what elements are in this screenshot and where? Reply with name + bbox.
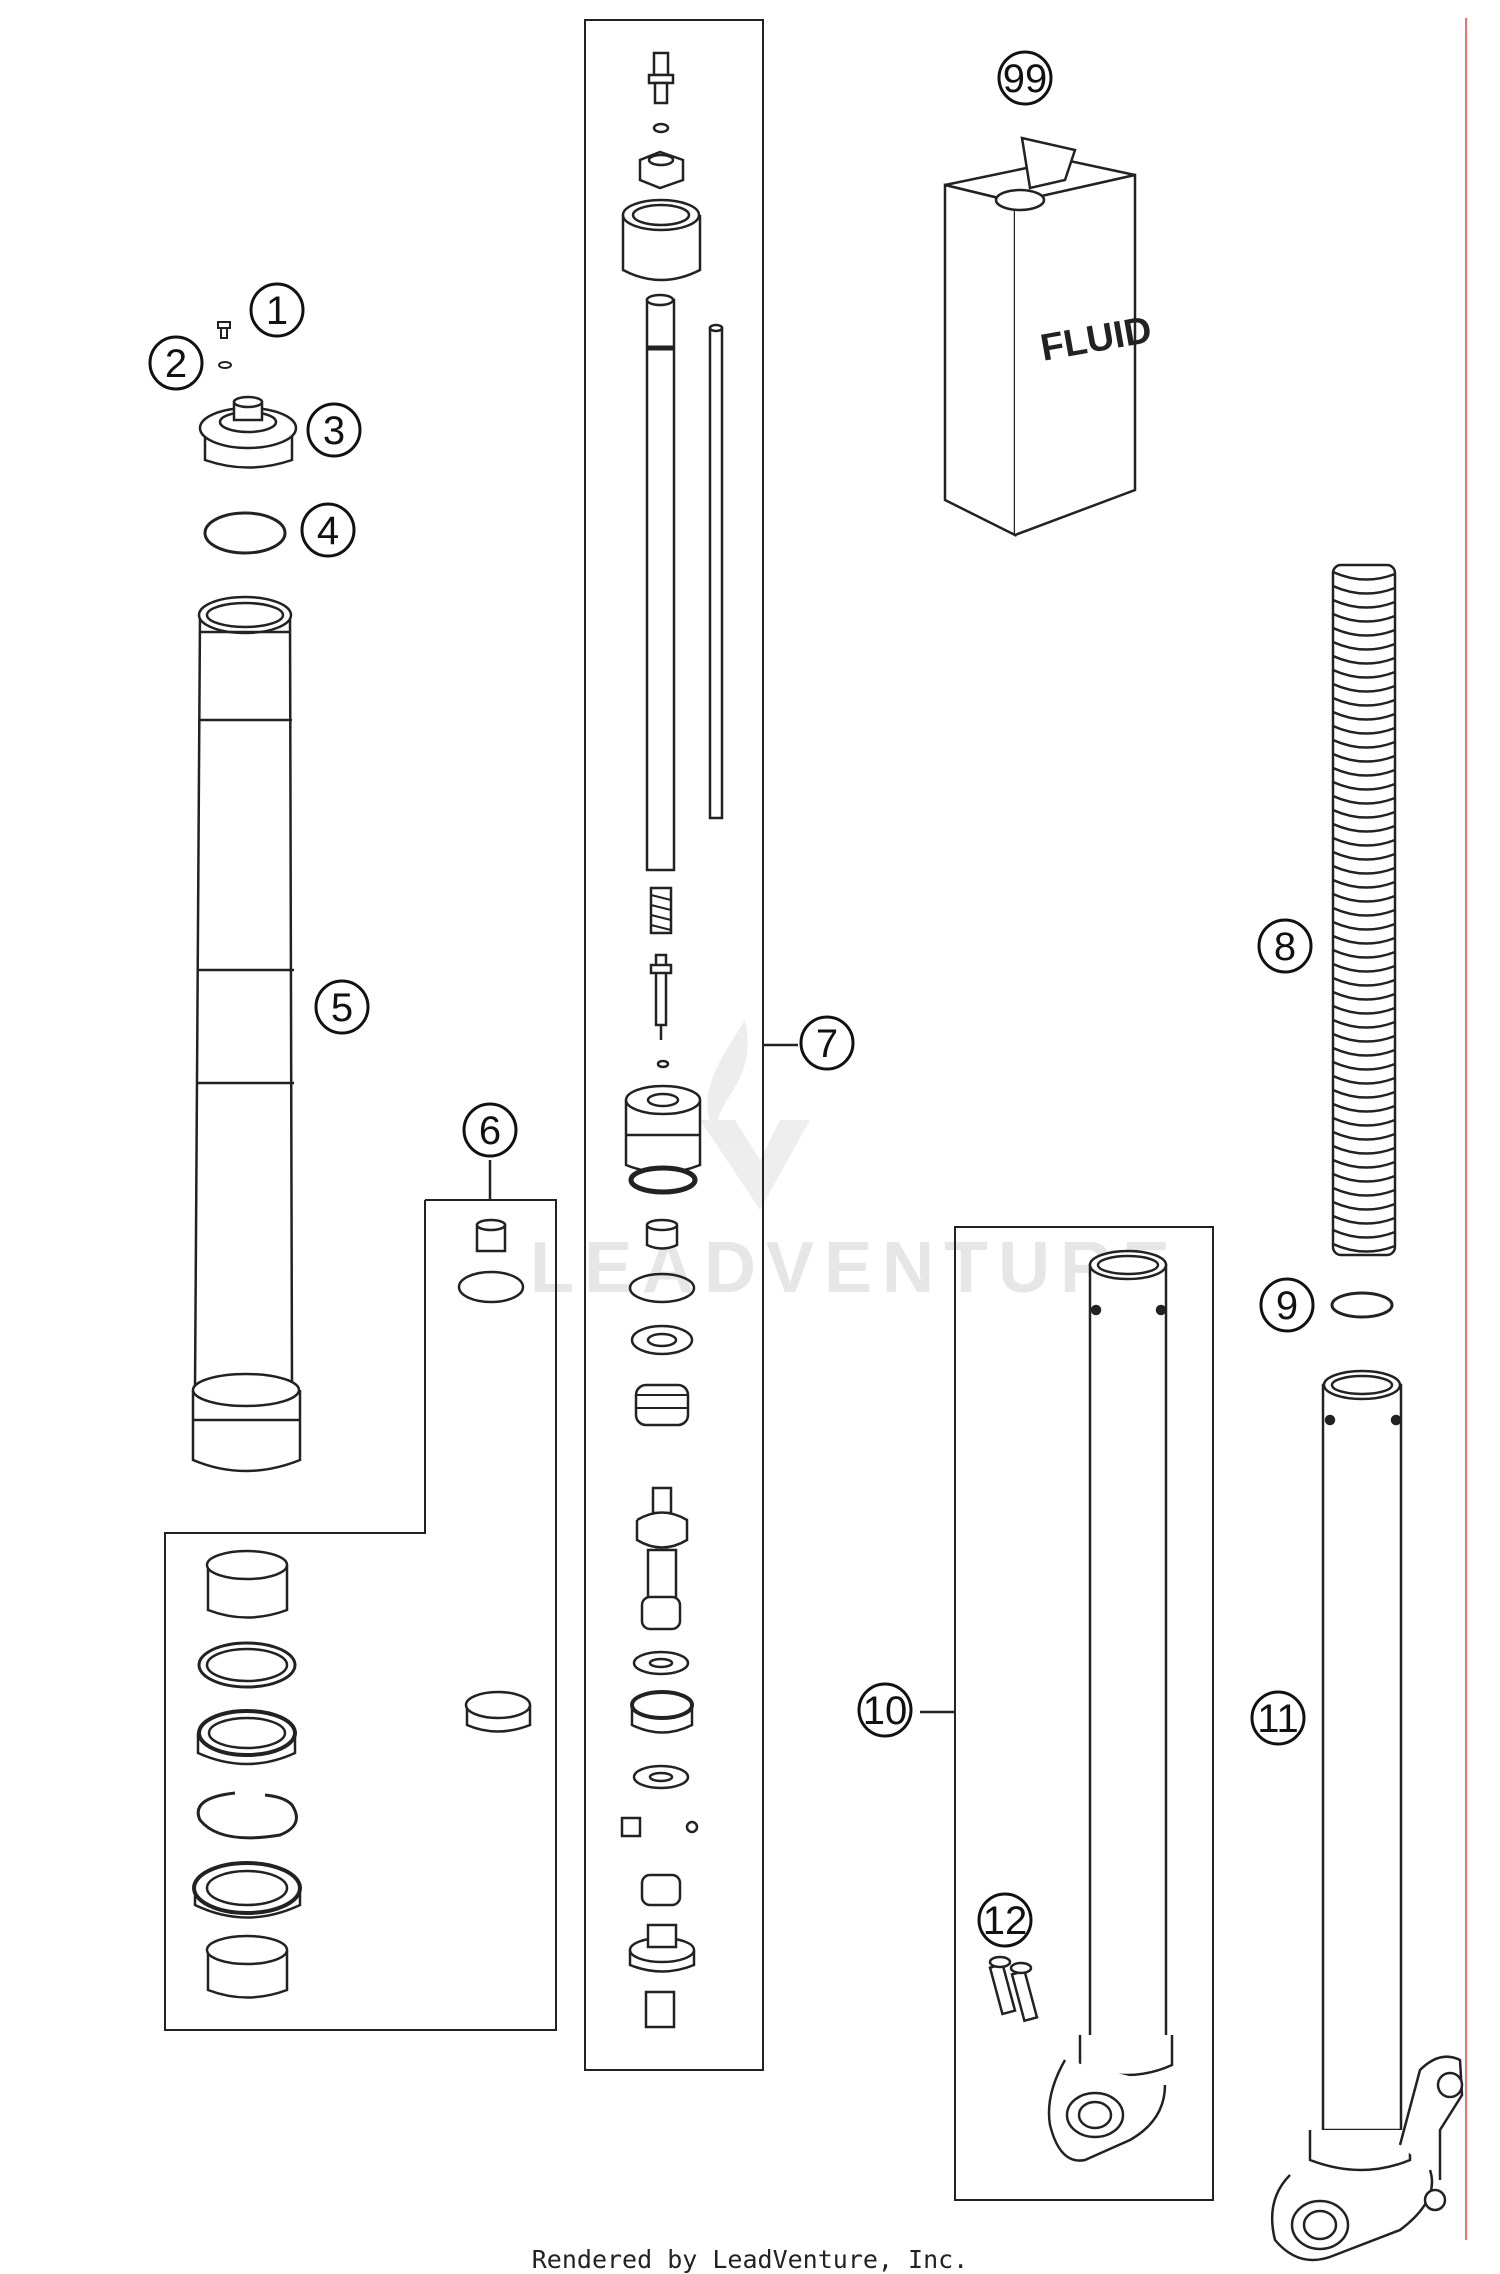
callout-label: 7 — [816, 1022, 838, 1066]
callout-label: 9 — [1276, 1284, 1298, 1328]
callout-label: 12 — [983, 1899, 1028, 1943]
watermark-logo — [700, 1020, 810, 1210]
callout-11: 11 — [1250, 1690, 1306, 1746]
part-99-fluid-can: FLUID — [943, 136, 1155, 538]
callout-label: 11 — [1257, 1697, 1299, 1741]
callout-12: 12 — [977, 1892, 1033, 1948]
part-1-screw — [217, 321, 231, 339]
callout-label: 6 — [479, 1109, 501, 1153]
callout-4: 4 — [300, 502, 356, 558]
group-6-parts — [192, 1218, 532, 1999]
callout-5: 5 — [314, 979, 370, 1035]
callout-1: 1 — [249, 282, 305, 338]
group-6-frame — [164, 1199, 557, 2031]
part-2-washer — [218, 361, 232, 369]
part-3-fork-cap — [198, 395, 298, 469]
callout-label: 4 — [317, 509, 339, 553]
callout-label: 2 — [165, 342, 187, 386]
callout-label: 5 — [331, 986, 353, 1030]
part-4-o-ring — [203, 511, 287, 555]
callout-7: 7 — [799, 1015, 855, 1071]
callout-10: 10 — [857, 1682, 913, 1738]
callout-label: 99 — [1003, 57, 1048, 101]
callout-3: 3 — [306, 402, 362, 458]
watermark-text: LEADVENTURE — [530, 1228, 1180, 1308]
group-7-cartridge-parts — [620, 51, 724, 2029]
part-9-spring-seat — [1330, 1291, 1394, 1319]
callout-99: 99 — [997, 50, 1053, 106]
callout-8: 8 — [1257, 918, 1313, 974]
part-5-outer-tube — [191, 595, 302, 1473]
callout-6: 6 — [462, 1102, 518, 1158]
part-12-screws — [988, 1955, 1039, 2023]
callout-label: 1 — [266, 289, 288, 333]
part-11-inner-tube — [1270, 1369, 1464, 2262]
credit-line: Rendered by LeadVenture, Inc. — [531, 2245, 969, 2274]
callout-label: 10 — [863, 1689, 908, 1733]
callout-label: 8 — [1274, 925, 1296, 969]
callout-9: 9 — [1259, 1277, 1315, 1333]
part-8-fork-spring — [1331, 563, 1397, 1257]
part-10-inner-tube — [1047, 1249, 1174, 2162]
callout-label: 3 — [323, 409, 345, 453]
callout-2: 2 — [148, 335, 204, 391]
group-10-frame — [954, 1226, 1214, 2201]
